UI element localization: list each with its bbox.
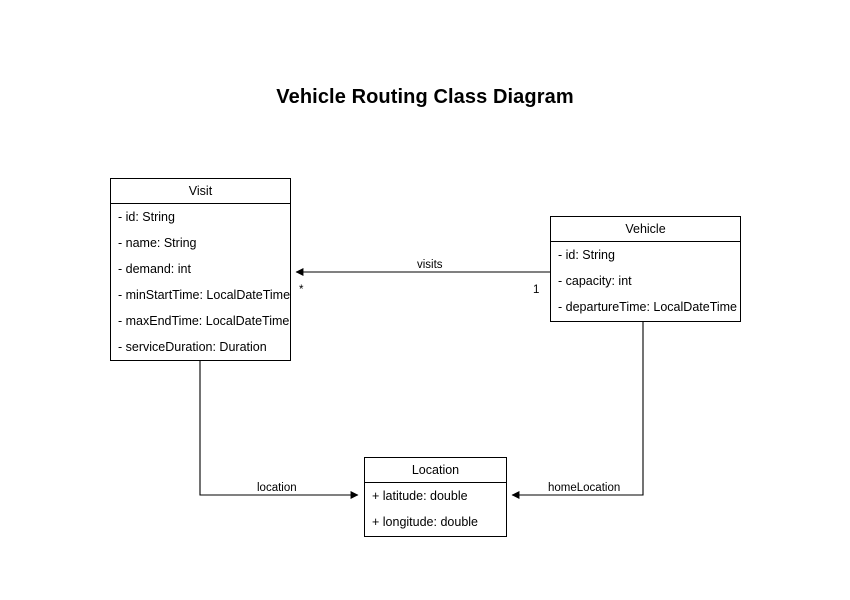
attribute-row: + latitude: double [372,489,468,503]
attribute-list-visit: - id: String - name: String - demand: in… [111,204,290,360]
class-name-visit: Visit [111,179,290,204]
attribute-row: - capacity: int [558,274,632,288]
multiplicity-visits-source: 1 [533,284,540,296]
attribute-row: - serviceDuration: Duration [118,340,267,354]
edge-location [199,361,359,499]
attribute-list-vehicle: - id: String - capacity: int - departure… [551,242,740,320]
attribute-list-location: + latitude: double + longitude: double [365,483,506,535]
class-name-location: Location [365,458,506,483]
class-box-visit[interactable]: Visit - id: String - name: String - dema… [110,178,291,361]
class-box-location[interactable]: Location + latitude: double + longitude:… [364,457,507,537]
attribute-row: - minStartTime: LocalDateTime [118,288,291,302]
attribute-row: - maxEndTime: LocalDateTime [118,314,290,328]
attribute-row: - id: String [558,248,615,262]
edge-label-home-location: homeLocation [545,482,624,494]
multiplicity-visits-target: * [299,284,304,296]
attribute-row: - demand: int [118,262,191,276]
attribute-row: + longitude: double [372,515,478,529]
class-box-vehicle[interactable]: Vehicle - id: String - capacity: int - d… [550,216,741,322]
class-name-vehicle: Vehicle [551,217,740,242]
edge-label-visits: visits [414,259,446,271]
edge-label-location: location [254,482,300,494]
page-title: Vehicle Routing Class Diagram [276,86,574,108]
attribute-row: - departureTime: LocalDateTime [558,300,738,314]
edge-home-location [511,322,644,499]
attribute-row: - id: String [118,210,175,224]
attribute-row: - name: String [118,236,197,250]
